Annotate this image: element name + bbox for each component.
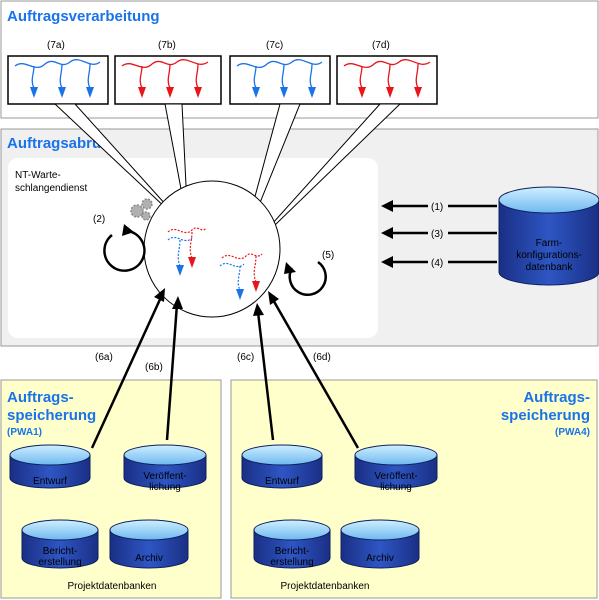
storage-right-title-2: speicherung xyxy=(501,407,590,424)
db-archive: Archiv xyxy=(109,519,189,569)
db-publish: Veröffent- lichung xyxy=(123,444,207,493)
gears-icon xyxy=(130,198,153,221)
label-7b: (7b) xyxy=(158,40,176,51)
storage-left-sub: (PWA1) xyxy=(7,427,42,438)
step-2-label: (2) xyxy=(93,214,105,225)
label-7c: (7c) xyxy=(266,40,283,51)
storage-left-footer: Projektdatenbanken xyxy=(68,581,157,592)
processing-title: Auftragsverarbeitung xyxy=(7,8,160,25)
svg-text:lichung: lichung xyxy=(380,482,412,493)
svg-text:erstellung: erstellung xyxy=(270,557,313,568)
storage-right-title-1: Auftrags- xyxy=(523,389,590,406)
db-report: Bericht- erstellung xyxy=(21,519,99,569)
db-report-right: Bericht- erstellung xyxy=(253,519,331,569)
farm-db-label-1: Farm- xyxy=(536,238,563,249)
retrieval-title: Auftragsabruf xyxy=(7,135,107,152)
db-publish-right: Veröffent- lichung xyxy=(354,444,438,493)
storage-left-title-1: Auftrags- xyxy=(7,389,74,406)
farm-arrows: (1) (3) (4) xyxy=(381,200,497,269)
step-1-label: (1) xyxy=(431,202,443,213)
service-label-line2: schlangendienst xyxy=(15,183,87,194)
step-6a-label: (6a) xyxy=(95,352,113,363)
db-archive-right: Archiv xyxy=(340,519,420,569)
processing-box-7c: (7c) xyxy=(229,40,331,105)
farm-db-label-3: datenbank xyxy=(526,262,574,273)
storage-panel-pwa1: Auftrags- speicherung (PWA1) Entwurf Ver… xyxy=(0,379,222,599)
svg-text:Archiv: Archiv xyxy=(135,553,163,564)
step-5: (5) xyxy=(284,250,334,297)
step-5-label: (5) xyxy=(322,250,334,261)
queue-service-circle xyxy=(130,180,281,318)
storage-left-title-2: speicherung xyxy=(7,407,96,424)
svg-text:Entwurf: Entwurf xyxy=(33,476,67,487)
svg-text:Veröffent-: Veröffent- xyxy=(374,471,417,482)
svg-text:lichung: lichung xyxy=(149,482,181,493)
svg-text:Entwurf: Entwurf xyxy=(265,476,299,487)
step-4-label: (4) xyxy=(431,258,443,269)
db-draft-right: Entwurf xyxy=(241,444,323,489)
db-draft: Entwurf xyxy=(9,444,91,489)
storage-arrows: (6a) (6b) (6c) (6d) xyxy=(90,288,360,449)
service-label-line1: NT-Warte- xyxy=(15,170,61,181)
processing-box-7a: (7a) xyxy=(7,40,109,105)
svg-text:Bericht-: Bericht- xyxy=(275,546,309,557)
label-7d: (7d) xyxy=(372,40,390,51)
processing-panel: Auftragsverarbeitung (7a) (7b) xyxy=(0,0,599,119)
svg-text:Archiv: Archiv xyxy=(366,553,394,564)
svg-text:Bericht-: Bericht- xyxy=(43,546,77,557)
svg-text:Veröffent-: Veröffent- xyxy=(143,471,186,482)
farm-config-database: Farm- konfigurations- datenbank xyxy=(498,186,599,286)
farm-db-label-2: konfigurations- xyxy=(516,250,582,261)
label-7a: (7a) xyxy=(47,40,65,51)
processing-box-7b: (7b) xyxy=(114,40,222,105)
storage-right-footer: Projektdatenbanken xyxy=(281,581,370,592)
step-6d-label: (6d) xyxy=(313,352,331,363)
step-6c-label: (6c) xyxy=(237,352,254,363)
storage-right-sub: (PWA4) xyxy=(555,427,590,438)
processing-box-7d: (7d) xyxy=(336,40,438,105)
storage-panel-pwa4: Auftrags- speicherung (PWA4) Entwurf Ver… xyxy=(230,379,598,599)
step-3-label: (3) xyxy=(431,229,443,240)
step-2: (2) xyxy=(93,214,146,272)
svg-text:erstellung: erstellung xyxy=(38,557,81,568)
step-6b-label: (6b) xyxy=(145,362,163,373)
